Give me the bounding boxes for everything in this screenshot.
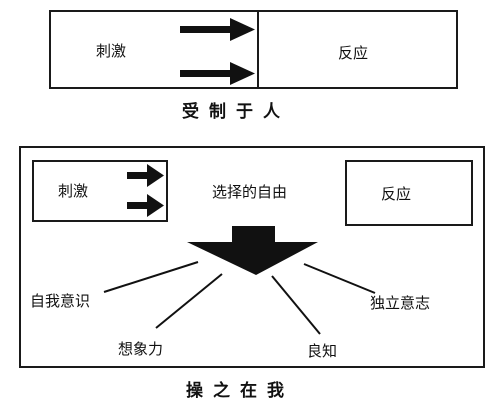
line-imagination — [155, 273, 223, 329]
choice-arrow — [187, 226, 318, 275]
bottom-arrow-lower — [127, 194, 164, 217]
top-arrow-lower — [180, 62, 255, 85]
line-independent-will — [303, 263, 376, 294]
line-self-awareness — [103, 261, 199, 293]
independent-will-label: 独立意志 — [370, 294, 431, 312]
line-conscience — [271, 275, 321, 335]
top-response-label: 反应 — [338, 44, 369, 62]
top-caption: 受制于人 — [182, 102, 290, 122]
bottom-response-label: 反应 — [381, 185, 412, 203]
bottom-response-box — [345, 160, 473, 226]
imagination-label: 想象力 — [118, 340, 164, 358]
top-stimulus-label: 刺激 — [96, 42, 127, 60]
conscience-label: 良知 — [307, 342, 338, 360]
bottom-outer-frame — [19, 146, 485, 368]
top-stimulus-box — [49, 10, 259, 89]
self-awareness-label: 自我意识 — [30, 292, 91, 310]
bottom-stimulus-box — [32, 160, 168, 222]
bottom-arrow-upper — [127, 164, 164, 187]
bottom-stimulus-label: 刺激 — [58, 182, 89, 200]
bottom-caption: 操之在我 — [186, 381, 294, 401]
top-arrow-upper — [180, 18, 255, 41]
top-response-box — [257, 10, 458, 89]
freedom-to-choose-label: 选择的自由 — [212, 183, 288, 201]
